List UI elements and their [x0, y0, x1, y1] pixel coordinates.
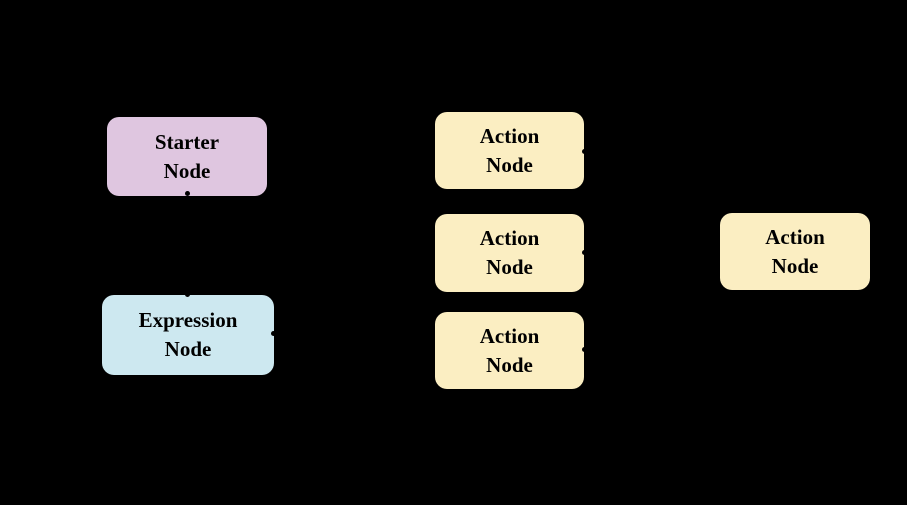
node-expression-label-line-1: Expression — [138, 308, 238, 332]
node-action-2-label-line-2: Node — [486, 255, 533, 279]
node-starter: Starter Node — [107, 117, 267, 196]
node-action-1-label-line-2: Node — [486, 152, 533, 177]
node-starter-label-line-1: Starter — [154, 129, 220, 154]
node-action-4: Action Node — [720, 213, 870, 290]
node-action-2: Action Node — [435, 214, 584, 292]
node-action-2-label-line-1: Action — [479, 226, 540, 250]
node-action-4-label-line-2: Node — [771, 253, 819, 278]
node-action-1-label-line-1: Action — [479, 123, 540, 148]
node-starter-label-line-2: Node — [163, 158, 211, 183]
node-expression: Expression Node — [102, 295, 274, 375]
node-action-1: Action Node — [435, 112, 584, 189]
arrowhead-tip-dot — [582, 347, 587, 352]
node-action-3-label-line-1: Action — [479, 323, 540, 348]
arrowhead-tip-dot — [582, 250, 587, 255]
node-action-3: Action Node — [435, 312, 584, 389]
arrowhead-tip-dot — [185, 191, 190, 196]
node-action-4-label-line-1: Action — [765, 224, 825, 249]
arrowhead-tip-dot — [185, 292, 190, 297]
arrowhead-tip-dot — [582, 149, 587, 154]
node-expression-label-line-2: Node — [164, 337, 212, 361]
node-action-3-label-line-2: Node — [486, 352, 533, 377]
arrowhead-tip-dot — [271, 331, 276, 336]
